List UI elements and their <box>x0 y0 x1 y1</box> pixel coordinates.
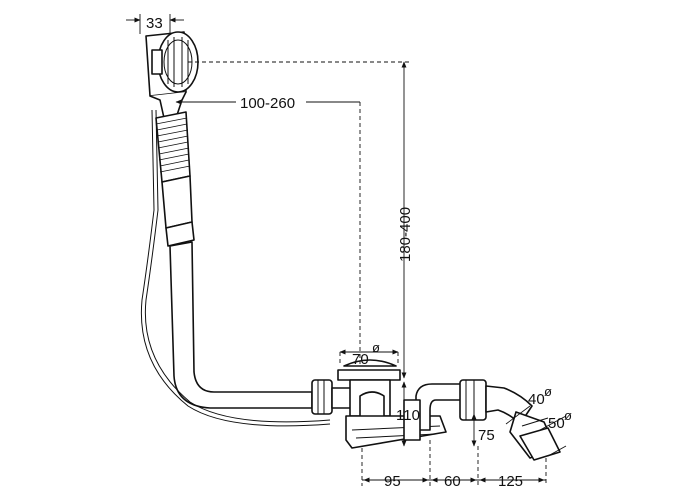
dim-outlet-height: 75 <box>478 427 495 444</box>
dim-outlet-outer-symbol: ø <box>564 408 572 423</box>
dim-span-60: 60 <box>444 473 461 490</box>
dim-outlet-inner: 40 <box>528 391 545 408</box>
dim-horizontal-reach: 100-260 <box>240 95 295 112</box>
dim-vertical-height: 180-400 <box>397 207 414 262</box>
dim-trap-height: 110 <box>396 407 420 424</box>
dim-outlet-outer: 50 <box>548 415 565 432</box>
overflow-pipe <box>149 91 313 409</box>
dim-span-95: 95 <box>384 473 401 490</box>
dim-drain-diameter: 70 <box>352 351 369 368</box>
control-cable <box>144 109 331 423</box>
dim-overflow-offset: 33 <box>146 15 163 32</box>
overflow-head <box>145 31 199 97</box>
dimension-lines <box>126 14 567 486</box>
control-cable-outer <box>140 109 331 427</box>
dim-span-125: 125 <box>498 473 523 490</box>
dim-outlet-inner-symbol: ø <box>544 384 552 399</box>
corrugation-lines <box>155 117 191 173</box>
dim-drain-diameter-symbol: ø <box>372 340 380 355</box>
